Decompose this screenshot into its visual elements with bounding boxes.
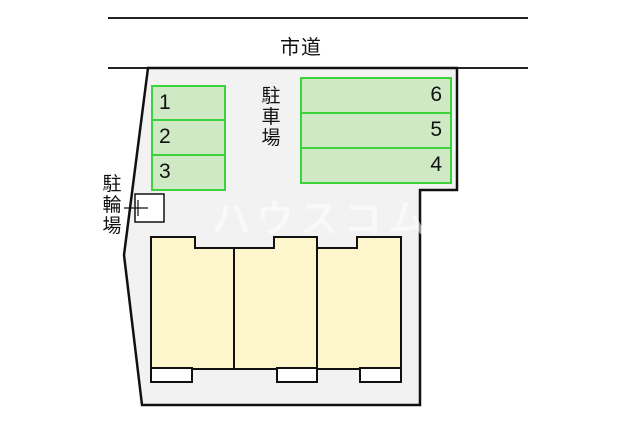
parking-slot-number: 4 bbox=[430, 153, 442, 176]
parking-slot-number: 3 bbox=[159, 160, 171, 183]
parking-slot-3: 3 bbox=[151, 154, 226, 191]
road-edge-top bbox=[108, 17, 528, 19]
bicycle-parking-label: 駐 輪 場 bbox=[101, 174, 123, 237]
porch-unit-3 bbox=[359, 367, 402, 383]
building bbox=[150, 236, 402, 383]
parking-slot-number: 6 bbox=[430, 83, 442, 106]
building-unit-2 bbox=[233, 236, 318, 370]
parking-slot-4: 4 bbox=[300, 147, 452, 184]
road-label: 市道 bbox=[280, 35, 322, 59]
bicycle-label-char: 駐 bbox=[102, 173, 122, 195]
parking-slot-6: 6 bbox=[300, 77, 452, 114]
porch-unit-1 bbox=[150, 367, 193, 383]
parking-label: 駐 車 場 bbox=[260, 86, 282, 149]
parking-label-char: 駐 bbox=[261, 85, 281, 107]
parking-slot-number: 2 bbox=[159, 125, 171, 148]
parking-label-char: 場 bbox=[261, 127, 281, 149]
parking-slot-number: 5 bbox=[430, 118, 442, 141]
parking-slot-5: 5 bbox=[300, 112, 452, 149]
parking-slot-2: 2 bbox=[151, 119, 226, 156]
parking-label-char: 車 bbox=[261, 106, 281, 128]
building-unit-1 bbox=[150, 236, 235, 370]
parking-slot-number: 1 bbox=[159, 91, 171, 114]
parking-slot-1: 1 bbox=[151, 85, 226, 121]
bicycle-label-char: 場 bbox=[102, 215, 122, 237]
bicycle-label-char: 輪 bbox=[102, 194, 122, 216]
porch-unit-2 bbox=[276, 367, 318, 383]
watermark: ハウスコム bbox=[212, 197, 433, 241]
building-unit-3 bbox=[316, 236, 402, 370]
